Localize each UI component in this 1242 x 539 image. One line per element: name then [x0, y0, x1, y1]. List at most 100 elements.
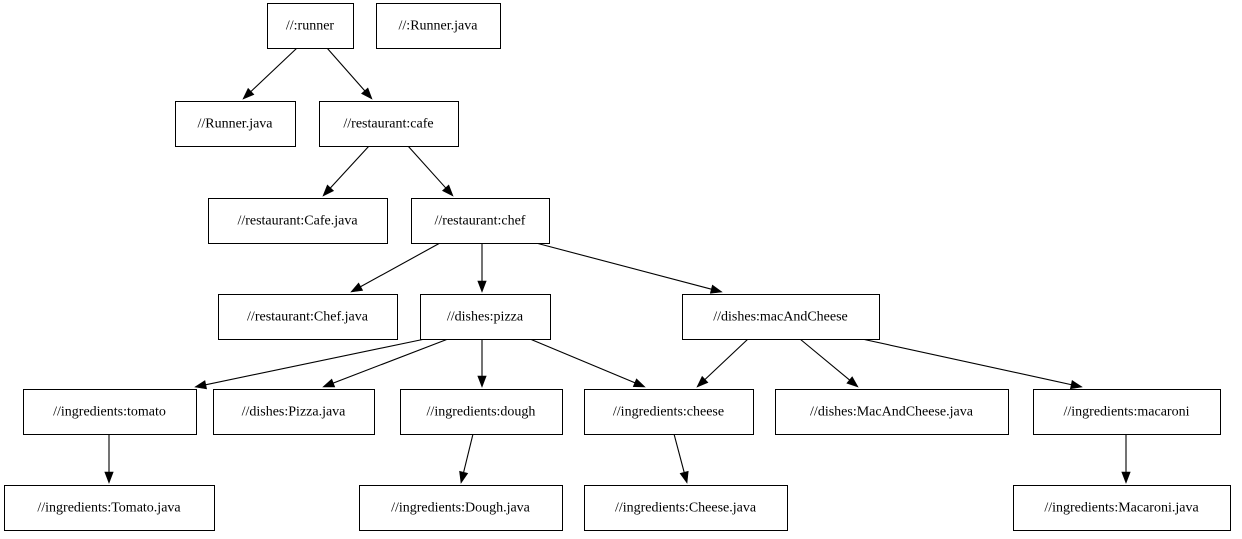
graph-edge: [799, 338, 859, 388]
graph-node-ingredients_macaroni_java[interactable]: //ingredients:Macaroni.java: [1013, 485, 1231, 531]
graph-node-dishes_macandcheese[interactable]: //dishes:macAndCheese: [682, 294, 880, 340]
graph-edge: [529, 338, 646, 388]
edge-arrowhead: [322, 378, 336, 388]
edge-arrowhead: [361, 87, 373, 100]
node-box[interactable]: [775, 389, 1009, 435]
edge-arrowhead: [696, 375, 709, 388]
graph-node-root_runner_java[interactable]: //:Runner.java: [376, 3, 501, 49]
edge-arrowhead: [350, 282, 364, 293]
graph-node-ingredients_cheese[interactable]: //ingredients:cheese: [584, 389, 754, 435]
edge-line: [529, 338, 637, 384]
edge-line: [329, 145, 370, 190]
graph-node-ingredients_tomato[interactable]: //ingredients:tomato: [23, 389, 197, 435]
nodes-layer: //:runner //:Runner.java //Runner.java //re…: [4, 3, 1231, 531]
edge-line: [249, 47, 298, 93]
node-box[interactable]: [682, 294, 880, 340]
edge-line: [861, 338, 1073, 386]
graph-edge: [407, 145, 454, 197]
node-box[interactable]: [4, 485, 215, 531]
graph-edge: [326, 47, 373, 100]
edge-arrowhead: [679, 470, 689, 484]
graph-edge: [350, 242, 441, 293]
node-label: //restaurant:Cafe.java: [237, 214, 358, 229]
node-label: //ingredients:cheese: [613, 405, 724, 420]
node-label: //:Runner.java: [399, 19, 479, 34]
node-box[interactable]: [175, 101, 296, 147]
node-label: //ingredients:macaroni: [1064, 405, 1190, 420]
node-label: //restaurant:chef: [435, 214, 526, 229]
edge-line: [673, 433, 686, 474]
node-label: //dishes:macAndCheese: [713, 310, 848, 325]
graph-node-ingredients_tomato_java[interactable]: //ingredients:Tomato.java: [4, 485, 215, 531]
graph-edge: [696, 338, 749, 388]
graph-node-restaurant_cafe[interactable]: //restaurant:cafe: [319, 101, 459, 147]
node-box[interactable]: [218, 294, 398, 340]
node-box[interactable]: [208, 198, 388, 244]
edge-arrowhead: [1069, 380, 1083, 390]
edge-arrowhead: [459, 470, 469, 484]
node-box[interactable]: [420, 294, 551, 340]
edge-line: [535, 242, 713, 291]
node-label: //ingredients:Cheese.java: [615, 501, 757, 516]
node-box[interactable]: [23, 389, 197, 435]
node-box[interactable]: [1033, 389, 1221, 435]
node-label: //dishes:MacAndCheese.java: [810, 405, 974, 420]
graph-node-dishes_pizza[interactable]: //dishes:pizza: [420, 294, 551, 340]
node-label: //ingredients:tomato: [53, 405, 166, 420]
node-box[interactable]: [411, 198, 550, 244]
node-label: //dishes:Pizza.java: [242, 405, 347, 420]
graph-node-dishes_pizza_java[interactable]: //dishes:Pizza.java: [213, 389, 375, 435]
node-label: //ingredients:dough: [427, 405, 536, 420]
edge-line: [326, 47, 367, 93]
graph-edge: [194, 338, 426, 390]
graph-edge: [1121, 434, 1131, 484]
graph-edge: [673, 433, 689, 484]
graph-edge: [322, 338, 449, 388]
node-label: //Runner.java: [197, 117, 273, 132]
node-box[interactable]: [1013, 485, 1231, 531]
node-box[interactable]: [584, 389, 754, 435]
node-label: //:runner: [286, 19, 335, 34]
graph-node-dishes_macandcheese_java[interactable]: //dishes:MacAndCheese.java: [775, 389, 1009, 435]
edge-arrowhead: [242, 87, 255, 100]
graph-node-restaurant_cafe_java[interactable]: //restaurant:Cafe.java: [208, 198, 388, 244]
edge-arrowhead: [441, 184, 454, 197]
graph-edge: [104, 434, 114, 484]
edge-line: [331, 338, 449, 385]
graph-edge: [477, 339, 487, 388]
graph-node-restaurant_chef[interactable]: //restaurant:chef: [411, 198, 550, 244]
node-label: //restaurant:Chef.java: [247, 310, 369, 325]
node-box[interactable]: [319, 101, 459, 147]
node-label: //restaurant:cafe: [343, 117, 433, 132]
graph-node-ingredients_dough_java[interactable]: //ingredients:Dough.java: [359, 485, 563, 531]
graph-node-restaurant_chef_java[interactable]: //restaurant:Chef.java: [218, 294, 398, 340]
node-box[interactable]: [267, 3, 354, 49]
edge-line: [204, 338, 426, 386]
edge-arrowhead: [477, 280, 487, 293]
graph-edge: [535, 242, 723, 294]
node-label: //ingredients:Tomato.java: [37, 501, 181, 516]
graph-edge: [322, 145, 370, 197]
node-label: //dishes:pizza: [447, 310, 524, 325]
edge-line: [703, 338, 749, 381]
node-box[interactable]: [400, 389, 563, 435]
edges-layer: [104, 47, 1131, 484]
node-box[interactable]: [376, 3, 501, 49]
graph-node-ingredients_cheese_java[interactable]: //ingredients:Cheese.java: [584, 485, 788, 531]
node-box[interactable]: [359, 485, 563, 531]
edge-arrowhead: [194, 380, 208, 390]
graph-node-runner[interactable]: //:runner: [267, 3, 354, 49]
graph-node-ingredients_macaroni[interactable]: //ingredients:macaroni: [1033, 389, 1221, 435]
edge-arrowhead: [709, 284, 723, 294]
edge-arrowhead: [477, 375, 487, 388]
edge-arrowhead: [632, 378, 646, 388]
node-box[interactable]: [213, 389, 375, 435]
graph-node-ingredients_dough[interactable]: //ingredients:dough: [400, 389, 563, 435]
graph-node-runner_java[interactable]: //Runner.java: [175, 101, 296, 147]
edge-arrowhead: [322, 184, 335, 197]
node-box[interactable]: [584, 485, 788, 531]
edge-line: [799, 338, 852, 382]
graph-edge: [242, 47, 298, 100]
